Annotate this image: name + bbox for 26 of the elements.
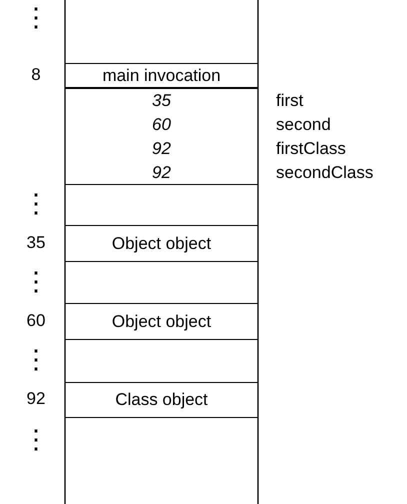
cell-label: Class object <box>114 390 209 410</box>
ellipsis-mark: ⋮ <box>22 188 50 218</box>
address-value: 35 <box>151 91 172 111</box>
heap-object-cell <box>65 382 258 418</box>
address-label: 92 <box>26 389 46 409</box>
heap-object-cell <box>65 225 258 262</box>
ellipsis-mark: ⋮ <box>22 2 50 32</box>
ellipsis-mark: ⋮ <box>22 266 50 296</box>
heap-object-cell <box>65 303 258 340</box>
variable-name: first <box>276 91 304 111</box>
stack-frame-header <box>65 63 258 88</box>
address-label: 60 <box>26 311 46 331</box>
cell-label: main invocation <box>101 66 222 86</box>
variable-name: firstClass <box>276 139 346 159</box>
stack-frame-cell <box>65 88 258 185</box>
address-value: 92 <box>151 163 172 183</box>
cell-label: Object object <box>110 312 212 332</box>
address-label: 35 <box>26 233 46 253</box>
cell-label: Object object <box>110 234 212 254</box>
address-value: 60 <box>151 115 172 135</box>
ellipsis-mark: ⋮ <box>22 424 50 454</box>
ellipsis-mark: ⋮ <box>22 344 50 374</box>
variable-name: secondClass <box>276 163 374 183</box>
address-value: 92 <box>151 139 172 159</box>
variable-name: second <box>276 115 331 135</box>
address-label: 8 <box>30 65 42 85</box>
